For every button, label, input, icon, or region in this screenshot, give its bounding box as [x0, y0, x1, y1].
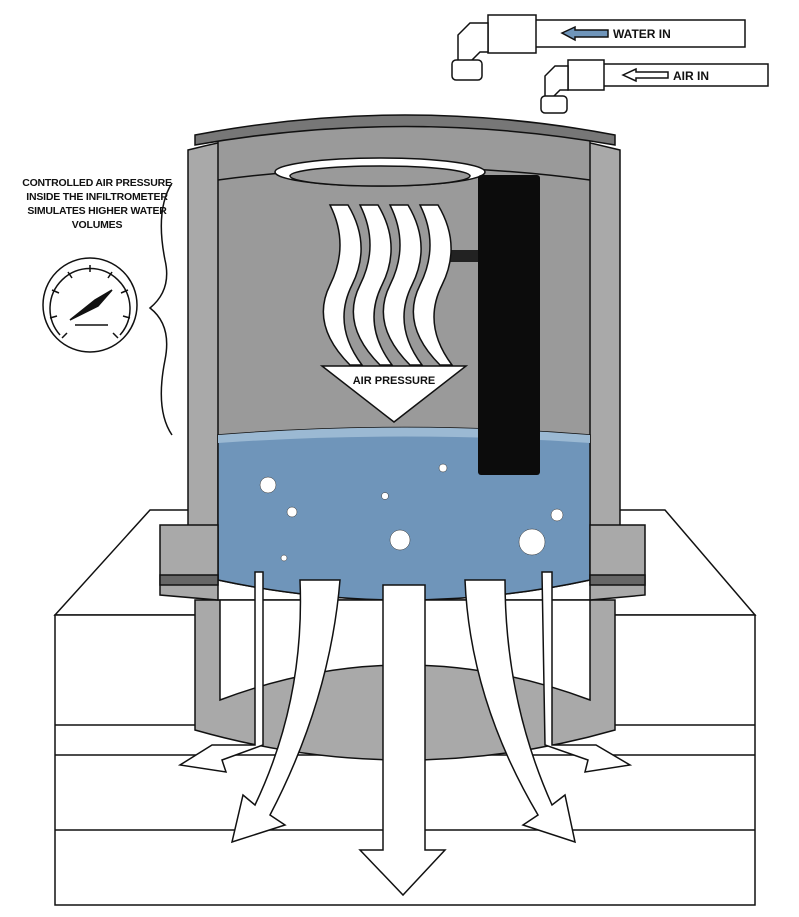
water-in-arrow-icon — [560, 25, 609, 42]
air-pressure-label: AIR PRESSURE — [353, 375, 436, 387]
air-inlet: AIR IN — [540, 59, 769, 114]
air-in-label: AIR IN — [673, 69, 709, 83]
infiltration-arrows — [177, 571, 633, 897]
water-inlet: WATER IN — [451, 14, 746, 81]
air-bubbles — [259, 463, 564, 562]
air-in-arrow-icon — [621, 67, 669, 83]
air-pressure-note: CONTROLLED AIR PRESSURE INSIDE THE INFIL… — [22, 177, 172, 231]
brace — [148, 182, 173, 436]
pressure-gauge-icon — [42, 257, 138, 353]
air-pressure-arrow: AIR PRESSURE — [319, 204, 469, 423]
water-in-label: WATER IN — [613, 27, 671, 41]
lid-ring — [274, 157, 486, 187]
